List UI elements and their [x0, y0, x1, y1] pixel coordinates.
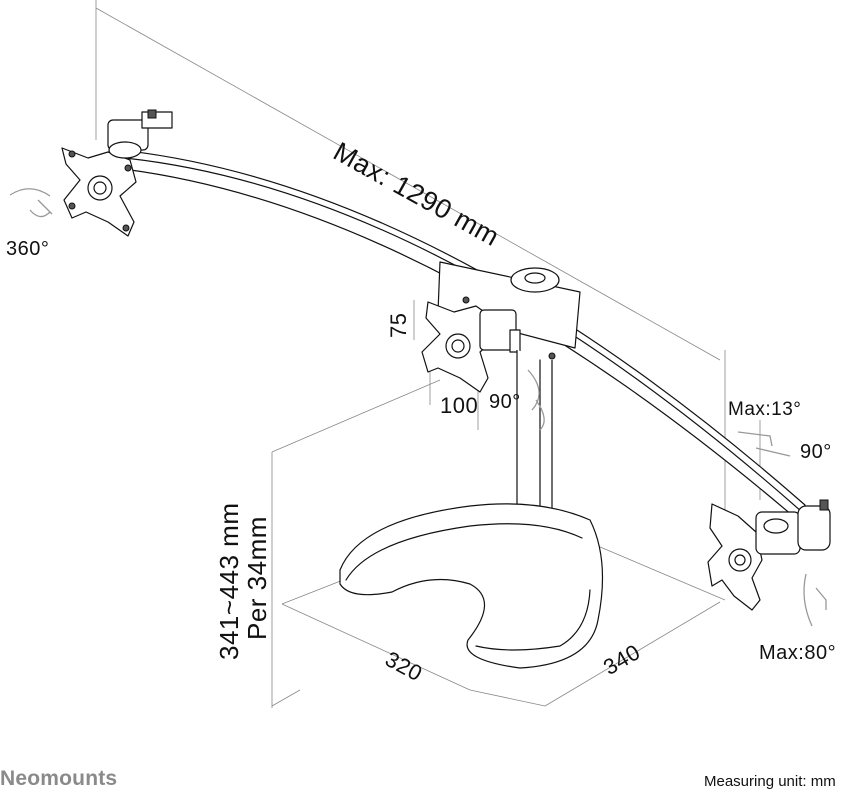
rotation-label: 360° [6, 238, 50, 260]
rotation-arrow-icon [9, 188, 53, 218]
swivel-center-label: 90° [489, 391, 521, 413]
brand-logo: Neomounts [0, 767, 118, 790]
right-vesa-plate [707, 499, 831, 611]
tilt-down-label: Max:80° [759, 642, 837, 664]
height-step-label: Per 34mm [242, 516, 272, 640]
u-shaped-base [339, 503, 604, 669]
max-length-dimension-lines [95, 0, 761, 520]
center-vesa-plate [421, 301, 521, 393]
tilt-arrow-icon [737, 431, 827, 627]
vesa-height-label: 75 [386, 312, 411, 338]
swivel-arrow-icon [527, 369, 545, 431]
height-range-label: 341~443 mm [214, 502, 244, 660]
height-dimension-lines [271, 379, 441, 708]
measuring-unit-label: Measuring unit: mm [704, 773, 836, 790]
tilt-up-label: Max:13° [728, 399, 802, 420]
center-bracket [437, 261, 581, 360]
swivel-right-label: 90° [800, 441, 832, 463]
vesa-width-label: 100 [440, 393, 479, 418]
left-vesa-plate [61, 109, 173, 237]
